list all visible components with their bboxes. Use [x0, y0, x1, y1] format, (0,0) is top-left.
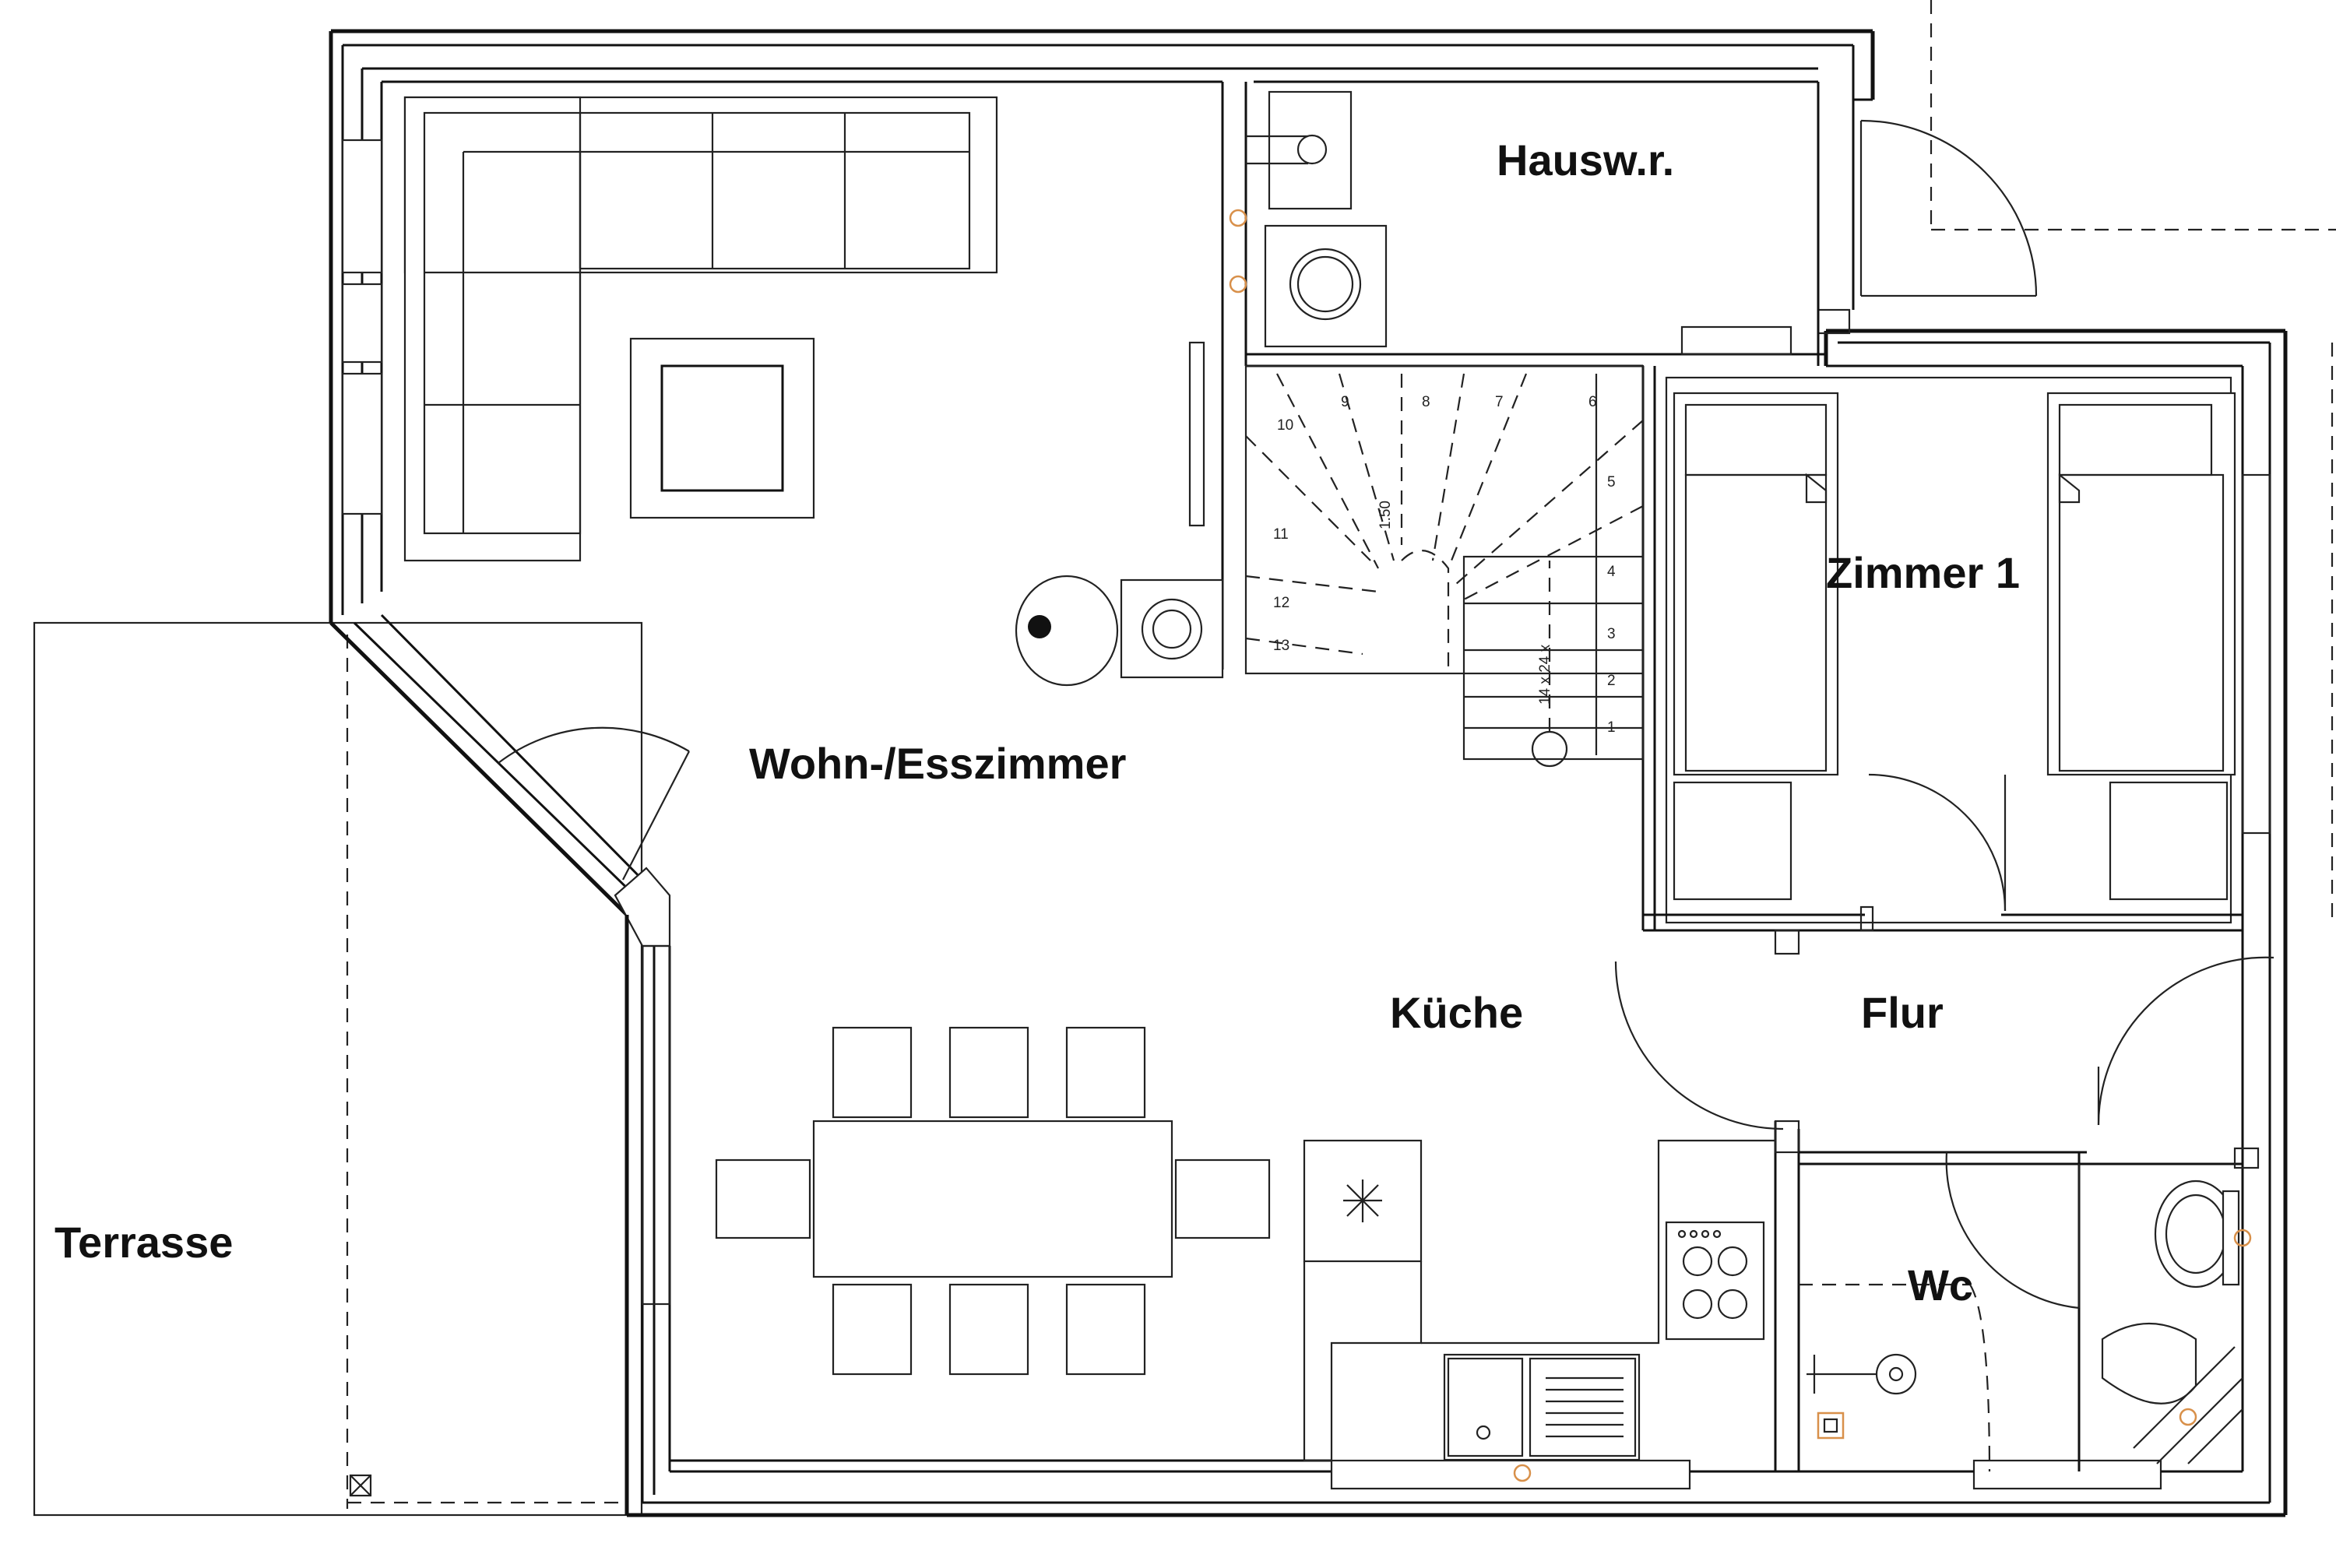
staircase: 10 9 8 7 6 5 4 3 2 1 11 12 13 14 x 24 x … — [1244, 364, 1645, 768]
outer-walls — [329, 0, 2336, 1517]
room-label-hauswr: Hausw.r. — [1497, 135, 1674, 185]
stair-step-6: 6 — [1588, 394, 1597, 410]
dining-set — [715, 1026, 1271, 1376]
stair-size-note: 14 x 24 x — [1537, 644, 1553, 705]
stair-step-3: 3 — [1607, 626, 1616, 642]
terrace-door — [498, 726, 690, 881]
stair-step-9: 9 — [1341, 394, 1349, 410]
stair-step-10: 10 — [1277, 417, 1293, 434]
kitchen-counter — [1303, 1139, 1775, 1482]
stair-step-13: 13 — [1273, 638, 1289, 654]
wc-fixtures — [1807, 1180, 2252, 1464]
room-label-flur: Flur — [1861, 988, 1944, 1037]
lamp-and-stove — [1015, 341, 1224, 687]
coffee-table — [629, 337, 815, 519]
stair-step-4: 4 — [1607, 564, 1616, 580]
room-label-terrasse: Terrasse — [55, 1218, 233, 1267]
stove-cooktop — [1665, 1221, 1765, 1341]
room-label-zimmer-1: Zimmer 1 — [1826, 548, 2020, 597]
stair-step-1: 1 — [1607, 719, 1616, 736]
sofa — [403, 96, 998, 562]
stair-step-2: 2 — [1607, 673, 1616, 689]
terrace — [33, 621, 643, 1517]
stair-step-7: 7 — [1495, 394, 1504, 410]
stair-step-5: 5 — [1607, 474, 1616, 490]
room-label-wohn-esszimmer: Wohn-/Esszimmer — [749, 739, 1126, 788]
bed-right — [2046, 392, 2236, 901]
stair-width-note: 1.50 — [1377, 501, 1394, 529]
stair-step-8: 8 — [1422, 394, 1430, 410]
stair-step-11: 11 — [1273, 526, 1289, 543]
room-label-wc: Wc — [1908, 1260, 1973, 1310]
stair-step-12: 12 — [1273, 595, 1289, 611]
room-label-kueche: Küche — [1390, 988, 1523, 1037]
utility-room-fixtures — [1229, 90, 1388, 348]
bed-left — [1673, 392, 1839, 901]
